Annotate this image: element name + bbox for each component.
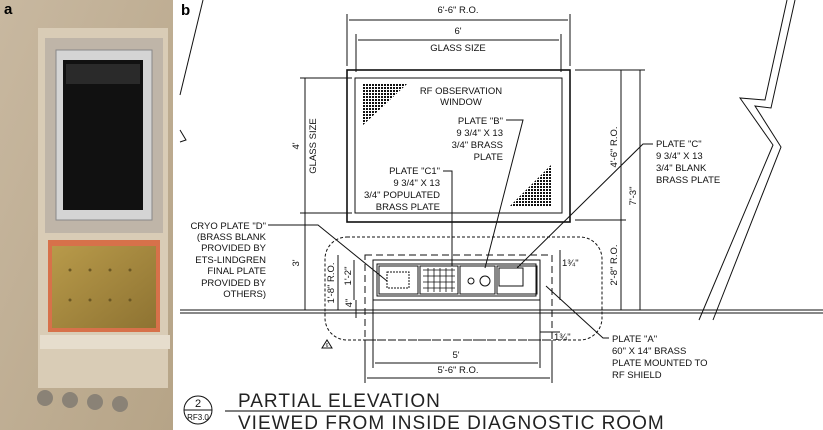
callout-plate-c1: PLATE "C1" 9 3/4" X 13 3/4" POPULATED BR…: [364, 166, 453, 266]
drawing-text: 6': [454, 26, 461, 37]
drawing-text: BRASS PLATE: [376, 202, 440, 213]
drawing-text: 6'-6" R.O.: [437, 5, 478, 16]
pass-through-panel: 1'-8" R.O. 1'-2" 4" 1¾" 1¾" 5' 5'-6" R.O…: [321, 236, 603, 383]
drawing-text: 1¾": [554, 332, 571, 343]
drawing-text: 9 3/4" X 13: [456, 128, 503, 139]
drawing-text: PLATE "A": [612, 334, 657, 345]
callout-plate-b: PLATE "B" 9 3/4" X 13 3/4" BRASS PLATE: [452, 116, 524, 269]
drawing-text: 4': [291, 142, 302, 149]
drawing-text: PLATE: [474, 152, 503, 163]
drawing-text: 9 3/4" X 13: [656, 151, 703, 162]
plate-b-panel: [459, 265, 496, 295]
top-dimensions: 6'-6" R.O. 6' GLASS SIZE: [346, 5, 571, 72]
title-block: 2 RF3.0 PARTIAL ELEVATION VIEWED FROM IN…: [183, 391, 665, 430]
drawing-text: 60" X 14" BRASS: [612, 346, 686, 357]
left-dimensions: 4' GLASS SIZE 3': [291, 77, 352, 310]
drawing-text: 4'-6" R.O.: [609, 126, 620, 167]
drawing-text: FINAL PLATE: [207, 266, 266, 277]
drawing-subtitle: VIEWED FROM INSIDE DIAGNOSTIC ROOM: [238, 413, 665, 430]
photo-panel: a: [0, 0, 173, 430]
drawing-text: 9 3/4" X 13: [393, 178, 440, 189]
drawing-text: (BRASS BLANK: [197, 232, 267, 243]
drawing-text: GLASS SIZE: [430, 43, 485, 54]
drawing-text: PROVIDED BY: [201, 243, 267, 254]
drawing-text: 6: [326, 343, 329, 349]
drawing-text: OTHERS): [223, 289, 266, 300]
plate-d-panel: [378, 265, 419, 295]
drawing-text: PROVIDED BY: [201, 278, 267, 289]
panel-label-b: b: [181, 2, 190, 19]
brass-plate: [52, 246, 156, 328]
glass-hatch: [510, 165, 551, 206]
glass-hatch: [362, 84, 407, 126]
drawing-text: PLATE "C1": [389, 166, 440, 177]
right-dimensions: 4'-6" R.O. 7'-3" 2'-8" R.O.: [575, 69, 645, 310]
callout-plate-a: PLATE "A" 60" X 14" BRASS PLATE MOUNTED …: [545, 285, 708, 381]
panel-label-a: a: [4, 1, 13, 18]
drawing-text: 2'-8" R.O.: [609, 244, 620, 285]
drawing-text: 5': [452, 350, 459, 361]
rf-observation-window: RF OBSERVATION WINDOW: [346, 69, 571, 223]
drawing-panel: b RF OBSERVATION WINDOW 6'-6" R.O. 6': [179, 0, 823, 430]
window-label: WINDOW: [440, 97, 482, 108]
drawing-text: 3/4" BRASS: [452, 140, 503, 151]
drawing-text: BRASS PLATE: [656, 175, 720, 186]
callout-plate-d: CRYO PLATE "D" (BRASS BLANK PROVIDED BY …: [190, 221, 388, 300]
drawing-text: 3': [291, 259, 302, 266]
plate-c-panel: [496, 265, 538, 295]
drawing-text: PLATE "B": [458, 116, 503, 127]
wall-ports: [37, 390, 128, 412]
drawing-text: CRYO PLATE "D": [190, 221, 266, 232]
drawing-text: 7'-3": [628, 187, 639, 206]
drawing-text: 1¾": [562, 258, 579, 269]
drawing-text: PLATE MOUNTED TO: [612, 358, 708, 369]
drawing-text: 5'-6" R.O.: [437, 365, 478, 376]
drawing-text: 3/4" BLANK: [656, 163, 707, 174]
drawing-text: ETS-LINDGREN: [195, 255, 266, 266]
drawing-text: GLASS SIZE: [308, 118, 319, 173]
break-line: [698, 0, 796, 321]
plate-c1-panel: [419, 265, 459, 295]
window-glass: [63, 60, 143, 210]
drawing-text: RF3.0: [187, 413, 209, 422]
drawing-text: RF SHIELD: [612, 370, 662, 381]
drawing-text: 3/4" POPULATED: [364, 190, 440, 201]
drawing-text: PLATE "C": [656, 139, 702, 150]
callout-plate-c: PLATE "C" 9 3/4" X 13 3/4" BLANK BRASS P…: [516, 139, 720, 269]
window-label: RF OBSERVATION: [420, 86, 502, 97]
drawing-title: PARTIAL ELEVATION: [238, 391, 441, 412]
drawing-text: 2: [195, 398, 201, 410]
drawing-text: 4": [344, 299, 355, 308]
revision-triangle-icon: [321, 339, 333, 349]
drawing-text: 1'-2": [343, 267, 354, 286]
drawing-text: 1'-8" R.O.: [326, 262, 337, 303]
